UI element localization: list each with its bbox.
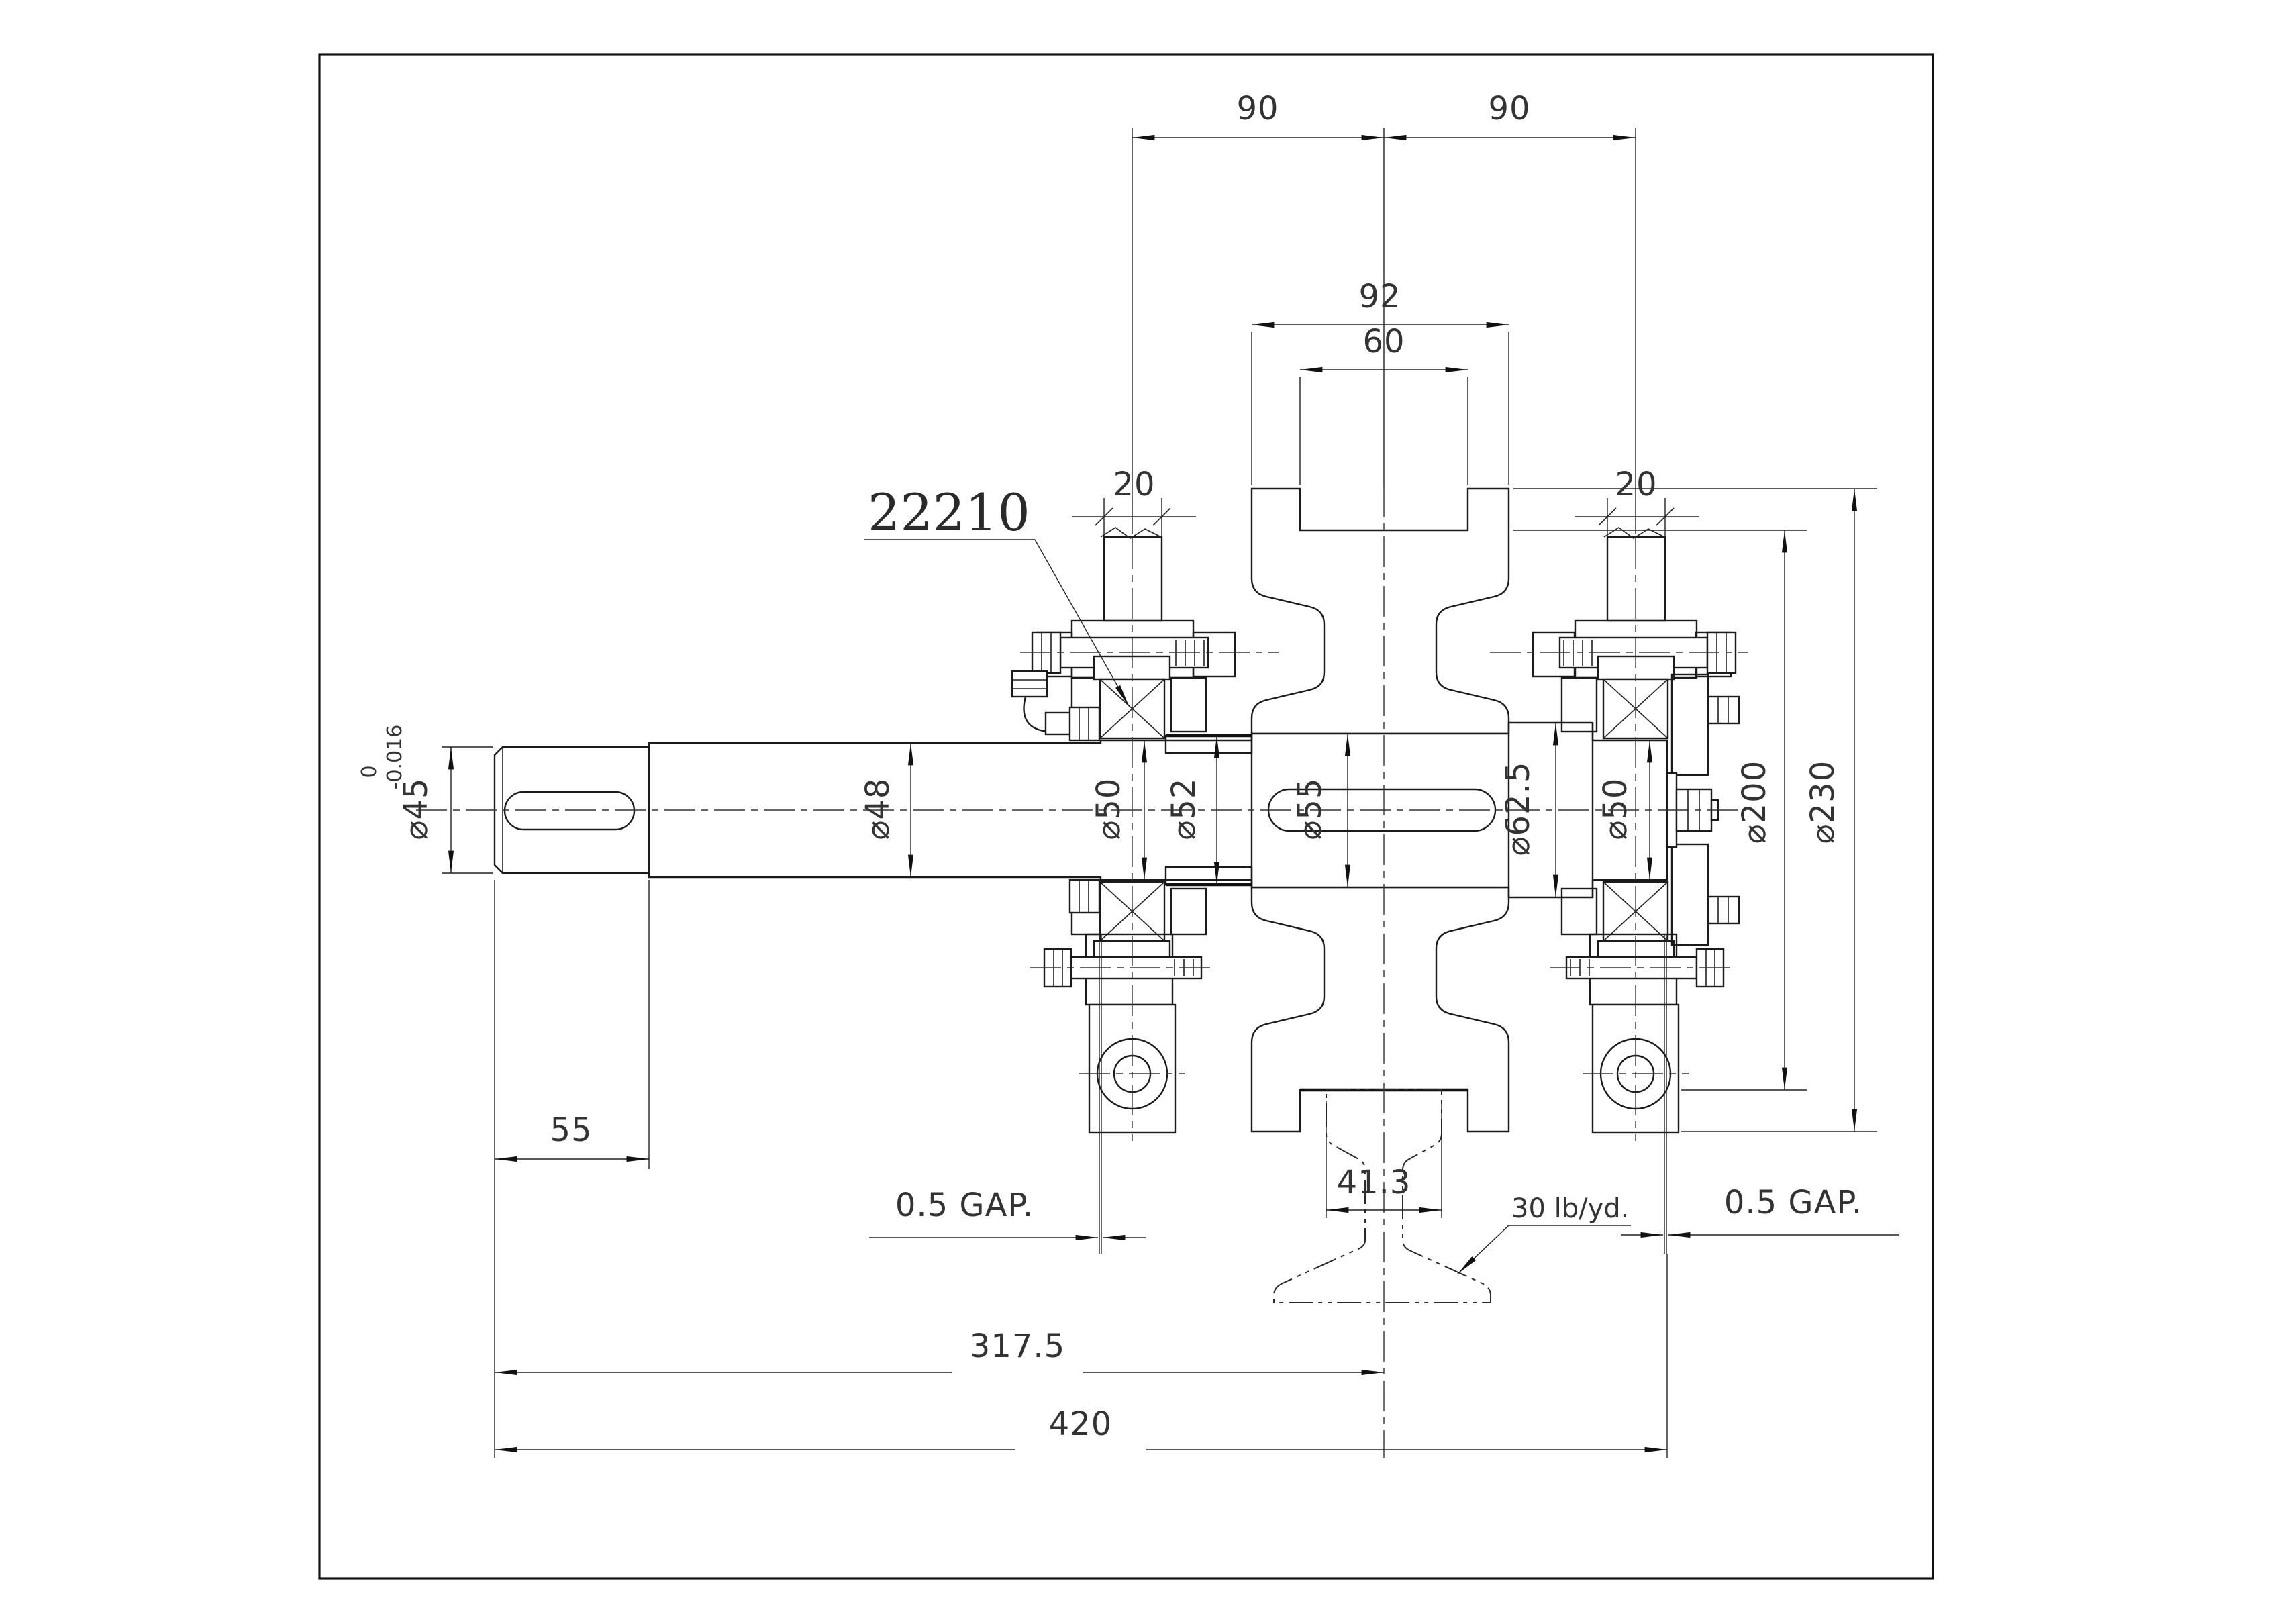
dim-overall-length: 420 — [1049, 1405, 1113, 1443]
stud-break-line — [1100, 527, 1162, 539]
lower-bolt-left — [1030, 948, 1215, 988]
dimension-labels: 90 90 92 60 20 20 22210 ⌀45 0 -0.016 ⌀48… — [358, 90, 1862, 1443]
end-cover-right — [1670, 673, 1740, 946]
dim-span-right: 90 — [1488, 90, 1530, 128]
cover-bolt-top — [1707, 695, 1740, 725]
dim-bearing-seat-left: ⌀50 — [1090, 778, 1128, 840]
dim-tread-width: 60 — [1362, 323, 1405, 360]
dim-rail-head-width: 41.3 — [1337, 1164, 1411, 1201]
spacer-sleeve — [1164, 734, 1253, 887]
dim-shaft-end-length: 55 — [550, 1111, 592, 1149]
centerlines — [416, 487, 1745, 1458]
cover-bolt-bottom — [1707, 895, 1740, 925]
bearing-designation-label: 22210 — [868, 483, 1030, 542]
dim-tread-dia: ⌀200 — [1736, 760, 1773, 844]
dim-span-left: 90 — [1236, 90, 1279, 128]
dim-shaft-end-tol-lower: -0.016 — [383, 725, 407, 790]
housing-right-stud — [1606, 536, 1666, 622]
lower-bolt-right — [1550, 948, 1735, 988]
dim-shaft-end-dia: ⌀45 — [397, 778, 435, 840]
dimension-lines — [442, 128, 1899, 1458]
housing-left-stud — [1103, 536, 1163, 622]
grease-fitting — [1011, 670, 1074, 736]
dim-wheel-seat-dia: ⌀55 — [1291, 778, 1329, 840]
rail-section — [1273, 1089, 1491, 1303]
dim-bearing-seat-right: ⌀50 — [1597, 778, 1634, 840]
dim-shaft-end-tol-upper: 0 — [358, 765, 381, 778]
dim-stud-left: 20 — [1113, 466, 1155, 503]
drawing-border-frame — [318, 53, 1934, 1580]
rail-spec-label: 30 lb/yd. — [1511, 1193, 1629, 1224]
dim-flange-dia: ⌀230 — [1804, 760, 1842, 844]
keyway-shaft-end — [503, 791, 636, 831]
dim-rim-width: 92 — [1358, 278, 1401, 315]
cap-bolt-left — [1020, 631, 1279, 674]
dim-gap-left: 0.5 GAP. — [895, 1187, 1034, 1224]
dim-shaft-dia: ⌀48 — [859, 778, 897, 840]
dim-gap-right: 0.5 GAP. — [1724, 1184, 1862, 1221]
dim-stud-right: 20 — [1615, 466, 1657, 503]
dim-center-to-end: 317.5 — [970, 1327, 1065, 1365]
dim-spacer-dia: ⌀52 — [1165, 778, 1203, 840]
dim-collar-dia: ⌀62.5 — [1499, 762, 1537, 856]
bearing-locknut-left — [1068, 706, 1101, 914]
